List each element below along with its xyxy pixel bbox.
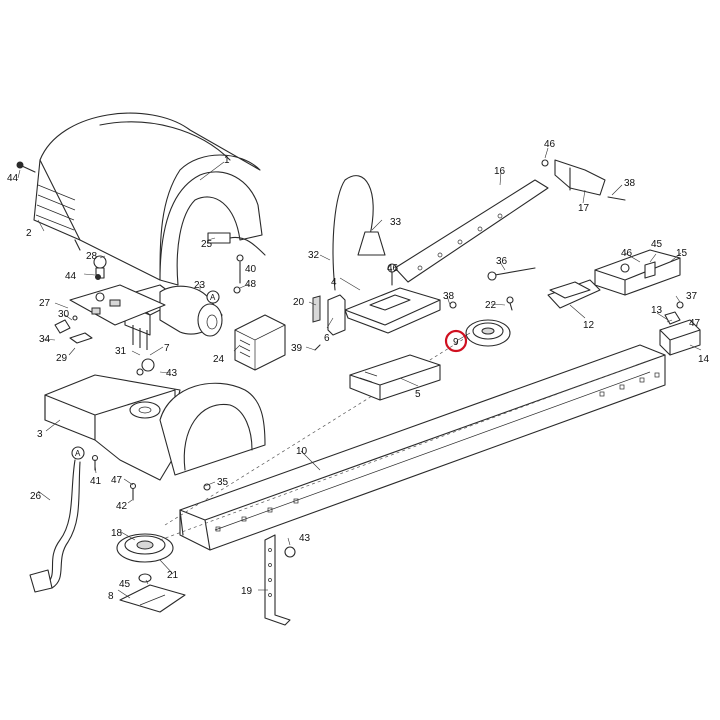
- power-cord: [29, 459, 81, 593]
- label-40: 40: [245, 264, 257, 275]
- highlight-ring: [444, 329, 468, 353]
- label-18: 18: [111, 528, 123, 539]
- label-29: 29: [56, 353, 68, 364]
- label-25: 25: [201, 239, 213, 250]
- label-1: 1: [224, 155, 230, 166]
- label-41: 41: [90, 476, 102, 487]
- label-30: 30: [58, 309, 70, 320]
- header-bracket: [594, 249, 681, 296]
- callout-a-label-motor: A: [210, 293, 216, 302]
- control-board: [69, 284, 166, 326]
- part-labels: 1 2 3 4 5 6 7 8 9 10 12 13 14 15 16 17 1…: [7, 139, 710, 602]
- label-9: 9: [453, 337, 459, 348]
- transformer: [234, 314, 286, 371]
- hardware-screws: [16, 159, 684, 558]
- label-15: 15: [676, 248, 688, 259]
- label-32: 32: [308, 250, 320, 261]
- label-20: 20: [293, 297, 305, 308]
- carriage: [344, 287, 441, 334]
- label-21: 21: [167, 570, 179, 581]
- label-39: 39: [291, 343, 303, 354]
- callout-a-cord: [71, 446, 85, 460]
- label-47-cap: 47: [689, 318, 701, 329]
- release-bracket: [312, 294, 346, 336]
- motor-cover: [33, 112, 263, 286]
- rail: [159, 334, 666, 551]
- label-12: 12: [583, 320, 595, 331]
- tensioner-plate: [547, 279, 601, 309]
- label-31: 31: [115, 346, 127, 357]
- hanger-bracket: [264, 534, 291, 626]
- label-38-carriage: 38: [443, 291, 455, 302]
- label-10: 10: [296, 446, 308, 457]
- label-27: 27: [39, 298, 51, 309]
- callout-a-label-cord: A: [75, 449, 81, 458]
- label-2: 2: [26, 228, 32, 239]
- label-35: 35: [217, 477, 229, 488]
- label-37: 37: [686, 291, 698, 302]
- label-34: 34: [39, 334, 51, 345]
- label-44-lamp: 44: [65, 271, 77, 282]
- label-22: 22: [485, 300, 497, 311]
- label-47-base: 47: [111, 475, 123, 486]
- label-26: 26: [30, 491, 42, 502]
- label-36: 36: [496, 256, 508, 267]
- drive-sprocket: [116, 533, 186, 613]
- label-44-cover: 44: [7, 173, 19, 184]
- label-48: 48: [245, 279, 257, 290]
- label-6: 6: [324, 333, 330, 344]
- label-46-carriage: 46: [387, 263, 399, 274]
- label-23: 23: [194, 280, 206, 291]
- bolt: [487, 267, 536, 281]
- label-19: 19: [241, 586, 253, 597]
- label-3: 3: [37, 429, 43, 440]
- label-38-arm: 38: [624, 178, 636, 189]
- label-45-header: 45: [651, 239, 663, 250]
- door-bracket: [554, 159, 606, 196]
- callout-a-motor: [206, 290, 220, 304]
- label-14: 14: [698, 354, 710, 365]
- door-arm: [394, 179, 549, 283]
- base-chassis: [44, 374, 266, 481]
- label-17: 17: [578, 203, 590, 214]
- label-7: 7: [164, 343, 170, 354]
- label-8: 8: [108, 591, 114, 602]
- idler-sprocket: [465, 319, 511, 347]
- leader-lines: [17, 147, 702, 599]
- label-45-sprocket: 45: [119, 579, 131, 590]
- label-28: 28: [86, 251, 98, 262]
- label-46-bracket: 46: [544, 139, 556, 150]
- label-33: 33: [390, 217, 402, 228]
- rail-end-cap: [659, 319, 701, 356]
- label-42: 42: [116, 501, 128, 512]
- lamp-bulb: [93, 255, 107, 279]
- label-46-header: 46: [621, 248, 633, 259]
- label-24: 24: [213, 354, 225, 365]
- label-43-hanger: 43: [299, 533, 311, 544]
- trolley: [349, 354, 441, 401]
- label-13: 13: [651, 305, 663, 316]
- label-43-base: 43: [166, 368, 178, 379]
- label-16: 16: [494, 166, 506, 177]
- label-4: 4: [331, 277, 337, 288]
- release-rope: [332, 175, 386, 291]
- label-5: 5: [415, 389, 421, 400]
